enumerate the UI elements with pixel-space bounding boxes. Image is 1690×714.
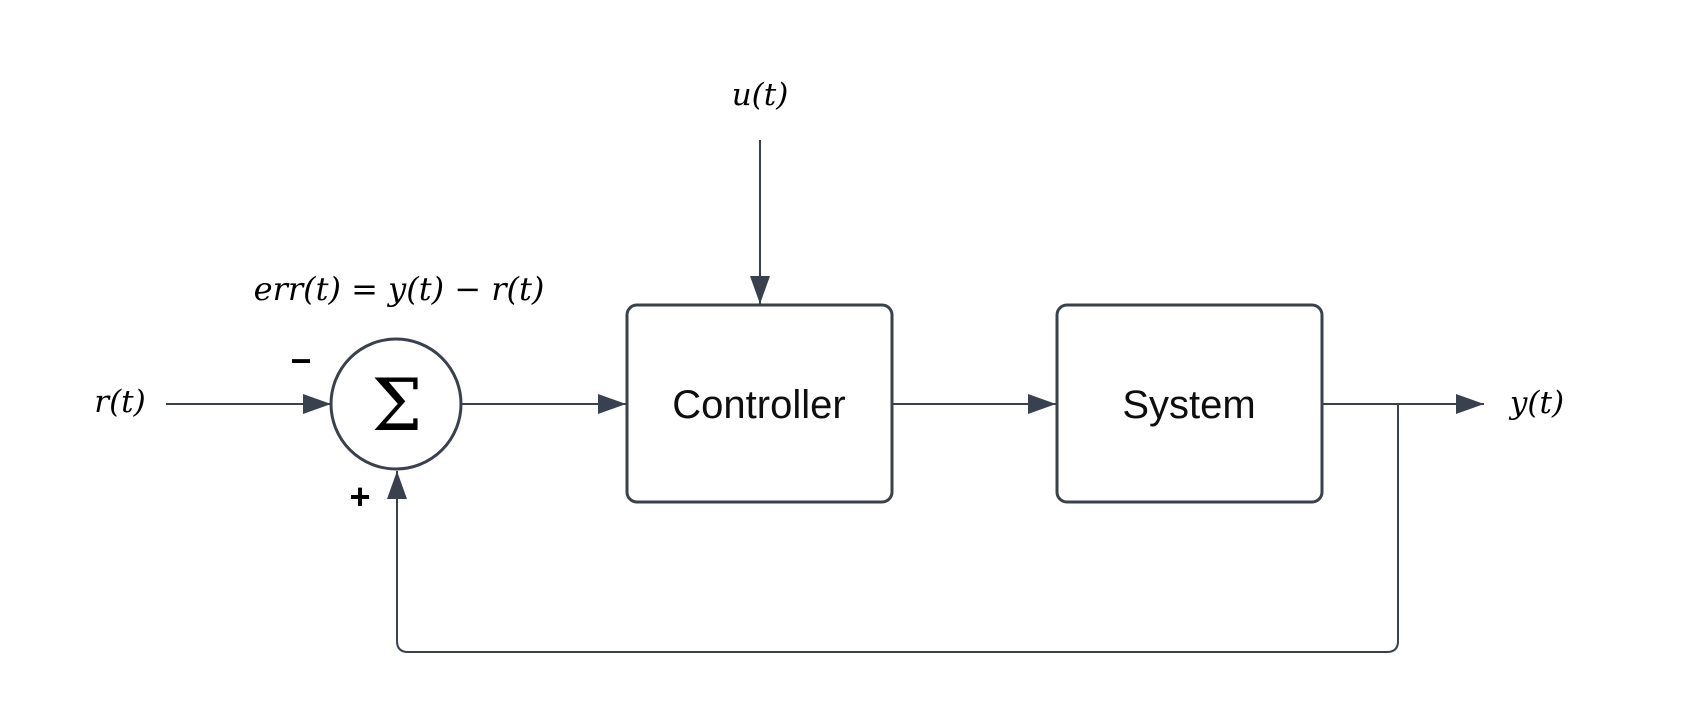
plus-sign-label: + — [349, 476, 370, 517]
system-label: System — [1122, 383, 1255, 427]
summing-junction — [329, 337, 463, 471]
diagram-strokes — [166, 140, 1484, 653]
sigma-symbol: Σ — [372, 363, 423, 447]
system-block — [1055, 303, 1324, 504]
diagram-labels: r(t) u(t) y(t) err(t) = y(t) − r(t) Σ − … — [94, 77, 1564, 517]
control-input-label: u(t) — [732, 77, 789, 113]
minus-sign-label: − — [290, 340, 311, 381]
controller-block — [625, 303, 894, 504]
feedback-loop-arrow — [387, 404, 1399, 653]
reference-signal-label: r(t) — [94, 384, 145, 420]
error-equation-label: err(t) = y(t) − r(t) — [254, 270, 545, 308]
controller-label: Controller — [672, 383, 845, 427]
output-signal-label: y(t) — [1508, 385, 1564, 421]
